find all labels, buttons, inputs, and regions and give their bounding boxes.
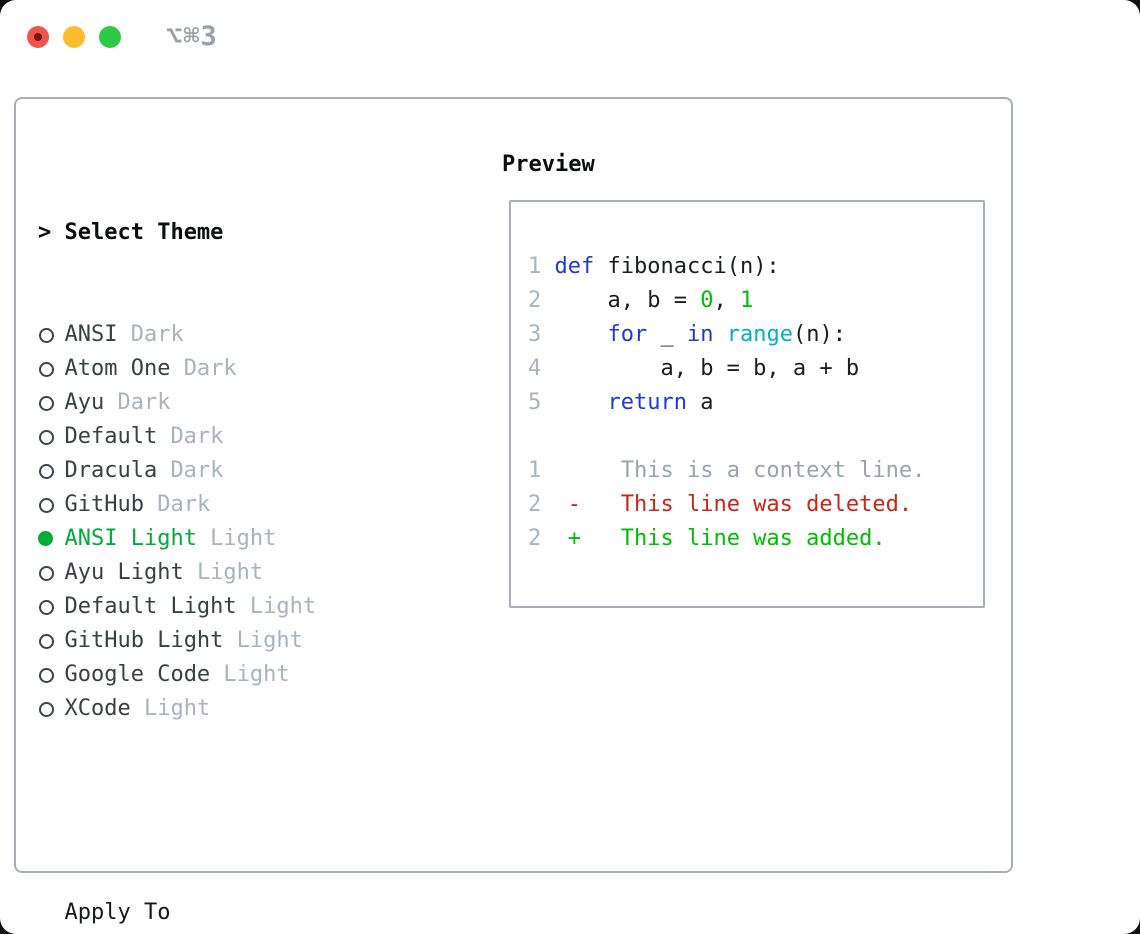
theme-option-default[interactable]: Default Dark [38,420,409,454]
apply-to-header: Apply To [38,896,409,930]
radio-icon [38,386,64,420]
option-label: Ayu Light [64,560,184,585]
code-line: 2 + This line was added. [528,526,886,551]
radio-icon [38,692,64,726]
theme-option-ansi[interactable]: ANSI Dark [38,318,409,352]
code-line: 2 - This line was deleted. [528,492,913,517]
window-title: ⌥⌘3 [166,21,218,52]
code-line [528,420,983,454]
maximize-button[interactable] [99,26,121,48]
option-variant-label: Dark [157,492,211,517]
option-variant-label: Dark [130,322,184,347]
option-label: Atom One [64,356,171,381]
theme-option-xcode[interactable]: XCode Light [38,692,409,726]
minimize-button[interactable] [63,26,85,48]
radio-icon [38,556,64,590]
selected-radio-icon [38,522,64,556]
option-label: ANSI Light [64,526,197,551]
option-variant-label: Light [236,628,303,653]
option-label: Google Code [64,662,211,687]
spacer [38,794,409,828]
option-label: Default Light [64,594,237,619]
theme-list-header: > Select Theme [38,216,409,250]
code-line: 1 def fibonacci(n): [528,254,780,279]
option-variant-label: Light [210,526,277,551]
code-line: 4 a, b = b, a + b [528,356,860,381]
radio-icon [38,590,64,624]
option-variant-label: Light [196,560,264,585]
option-variant-label: Dark [183,356,237,381]
radio-icon [38,454,64,488]
radio-icon [38,318,64,352]
option-label: XCode [64,696,131,721]
code-line: 1 This is a context line. [528,458,926,483]
option-variant-label: Light [249,594,317,619]
close-icon [34,33,42,41]
theme-option-default-light[interactable]: Default Light Light [38,590,409,624]
theme-option-atom-one[interactable]: Atom One Dark [38,352,409,386]
preview-pane: 1 def fibonacci(n): 2 a, b = 0, 1 3 for _ … [509,200,985,608]
option-label: Ayu [64,390,105,415]
theme-option-github[interactable]: GitHub Dark [38,488,409,522]
option-label: GitHub [64,492,144,517]
code-line: 5 return a [528,390,714,415]
option-label: ANSI [64,322,118,347]
option-label: Dracula [64,458,158,483]
theme-option-dracula[interactable]: Dracula Dark [38,454,409,488]
apply-to-title: Apply To [64,900,171,925]
radio-icon [38,420,64,454]
theme-option-github-light[interactable]: GitHub Light Light [38,624,409,658]
option-label: GitHub Light [64,628,224,653]
code-preview: 1 def fibonacci(n): 2 a, b = 0, 1 3 for _ … [511,202,983,556]
preview-title: Preview [502,152,595,177]
option-variant-label: Light [223,662,290,687]
option-variant-label: Dark [170,458,224,483]
radio-icon [38,624,64,658]
theme-option-ayu-light[interactable]: Ayu Light Light [38,556,409,590]
titlebar: ⌥⌘3 [0,0,1140,70]
theme-option-ansi-light[interactable]: ANSI Light Light [38,522,409,556]
theme-option-ayu[interactable]: Ayu Dark [38,386,409,420]
close-button[interactable] [27,26,49,48]
radio-icon [38,352,64,386]
code-line: 2 a, b = 0, 1 [528,288,754,313]
radio-icon [38,658,64,692]
theme-list-title: Select Theme [64,220,224,245]
option-variant-label: Dark [170,424,224,449]
code-line: 3 for _ in range(n): [528,322,846,347]
cursor-icon: > [38,220,52,245]
option-variant-label: Dark [117,390,171,415]
option-variant-label: Light [143,696,211,721]
radio-icon [38,488,64,522]
theme-option-google-code[interactable]: Google Code Light [38,658,409,692]
option-label: Default [64,424,158,449]
